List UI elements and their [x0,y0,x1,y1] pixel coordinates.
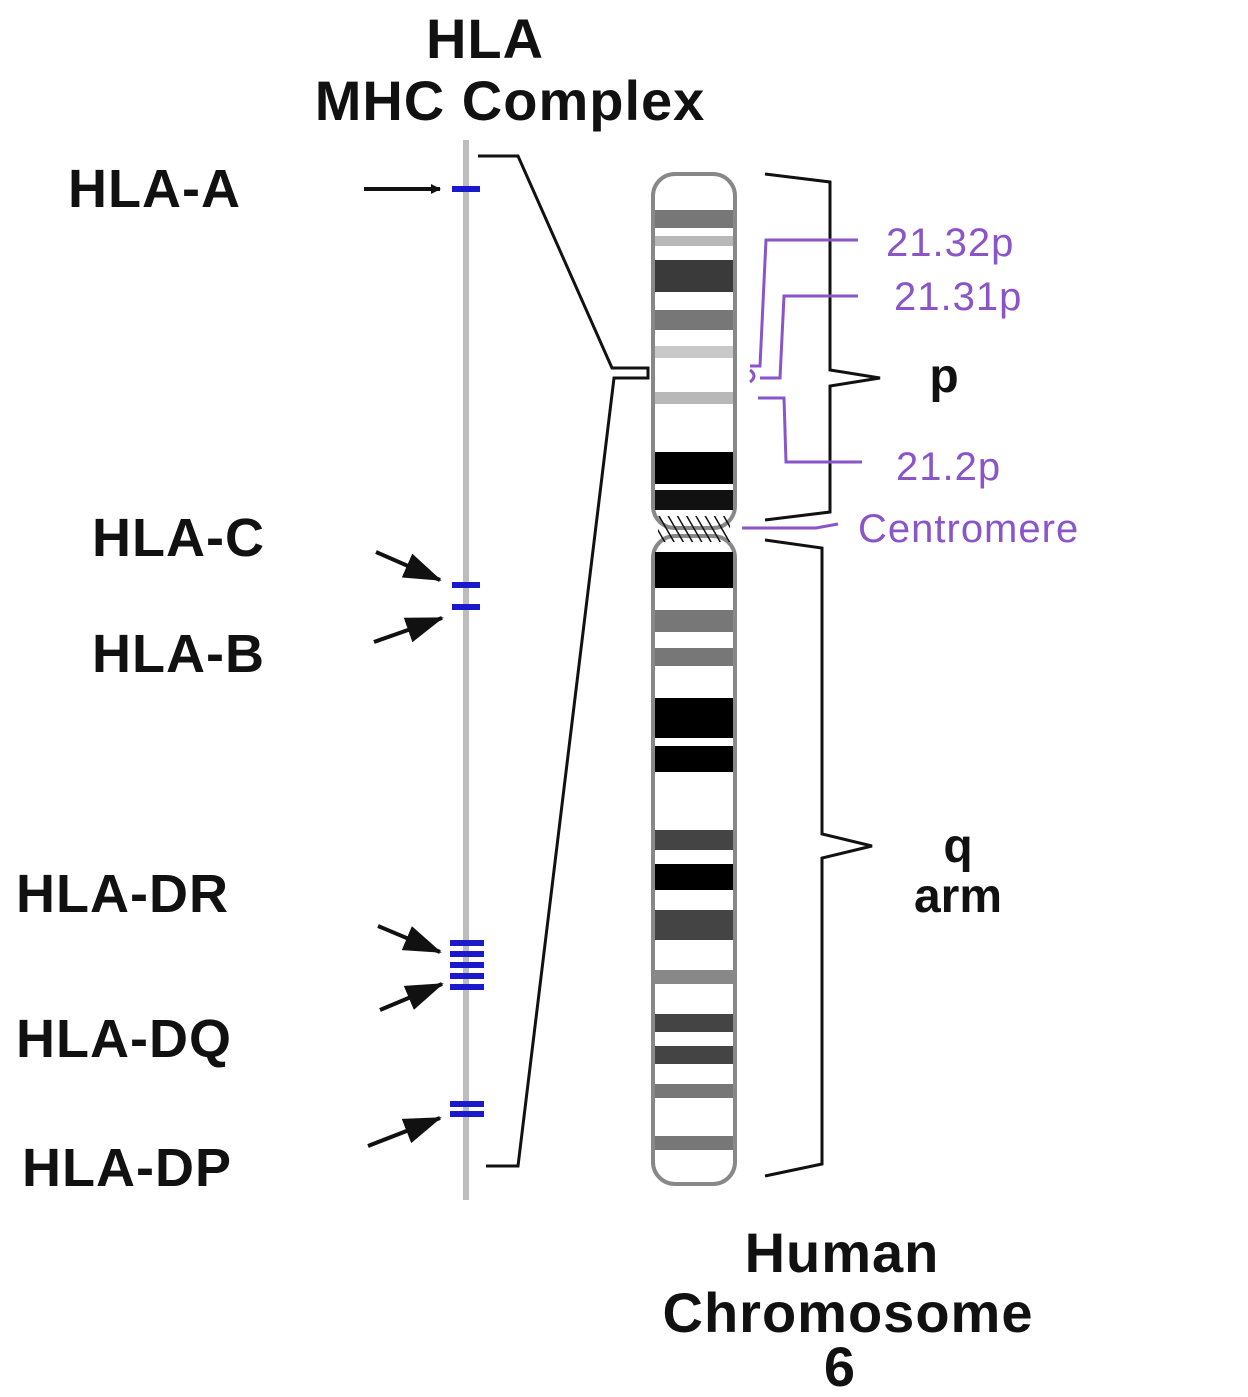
callout-21-2p [758,396,862,464]
band-label-21-2p: 21.2p [896,445,1001,489]
q-arm-brace [764,538,873,1178]
marker-hla-dr-1 [450,940,484,946]
marker-hla-a [452,186,480,192]
arrow-hla-dq [379,982,444,1012]
marker-hla-dr-2 [450,951,484,957]
arrow-hla-dp [367,1116,442,1148]
gene-arrows [364,184,444,1148]
callout-small-brace [749,368,756,384]
gene-label-hla-b: HLA-B [92,624,265,684]
marker-hla-b [452,604,480,610]
arrow-hla-dr [377,924,442,954]
p-arm-label: p [929,350,958,403]
marker-hla-dq-3 [450,984,484,990]
title-line-1: HLA [426,7,544,70]
q-arm-label-2: arm [914,870,1002,923]
chromosome-bands [655,210,733,1150]
caption-line-1: Human [745,1221,940,1284]
gene-label-hla-c: HLA-C [92,508,265,568]
caption-line-3: 6 [824,1335,856,1397]
callout-centromere [742,522,839,530]
title-line-2: MHC Complex [315,69,706,132]
marker-hla-c [452,582,480,588]
centromere [658,516,730,542]
band-label-21-32p: 21.32p [886,221,1014,265]
band-label-21-31p: 21.31p [894,275,1022,319]
callout-21-31p [760,294,858,380]
p-arm-brace [764,172,881,522]
chromosome-6 [651,172,737,1186]
gene-label-hla-dr: HLA-DR [16,864,229,924]
marker-hla-dq-1 [450,962,484,968]
gene-label-hla-dp: HLA-DP [22,1138,232,1198]
gene-label-hla-a: HLA-A [68,159,241,219]
arrow-hla-c [375,550,442,582]
hla-region-bar [463,140,469,1200]
gene-markers [450,186,484,1117]
band-callouts [742,238,862,530]
gene-label-hla-dq: HLA-DQ [16,1009,232,1069]
caption-line-2: Chromosome [663,1281,1034,1344]
band-label-centromere: Centromere [858,507,1079,551]
marker-hla-dp-1 [450,1101,484,1107]
q-arm-label-1: q [943,820,972,873]
marker-hla-dp-2 [450,1111,484,1117]
zoom-bracket [478,154,650,1168]
callout-21-32p [750,238,858,368]
marker-hla-dq-2 [450,973,484,979]
arrow-hla-b [373,616,444,644]
